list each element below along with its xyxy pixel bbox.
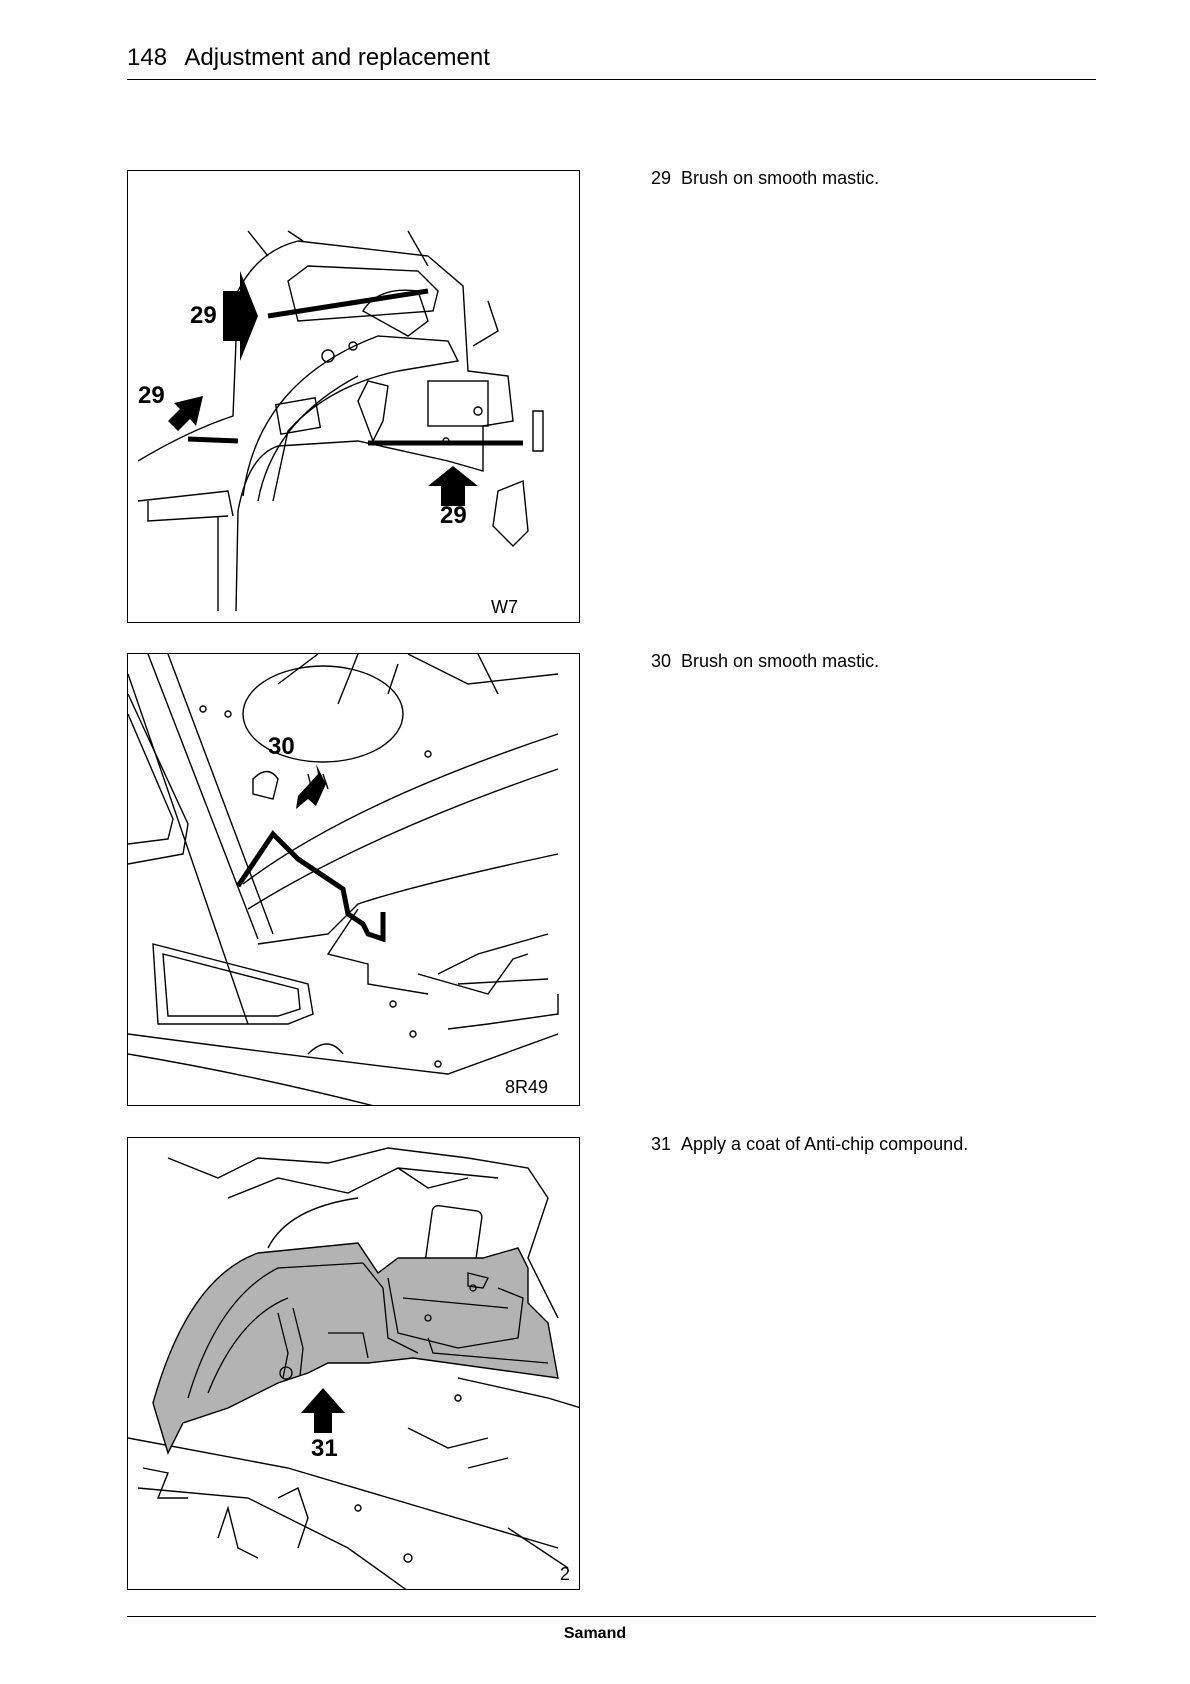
step-number: 30 (651, 651, 671, 671)
figure-w7: 29 29 29 W7 (127, 170, 580, 623)
step-30: 30 Brush on smooth mastic. (651, 651, 879, 672)
step-number: 29 (651, 168, 671, 188)
figure-code: W7 (491, 597, 518, 618)
footer-brand: Samand (0, 1625, 1190, 1643)
page-number: 148 (127, 44, 167, 71)
header-rule (127, 79, 1096, 80)
callout-29-lower: 29 (440, 502, 467, 529)
illustration-rear-wheelhouse: 29 29 29 (128, 171, 580, 623)
page-header: 148 Adjustment and replacement (127, 44, 490, 72)
figure-2: 31 2 (127, 1137, 580, 1590)
step-31: 31 Apply a coat of Anti-chip compound. (651, 1134, 968, 1155)
callout-29-upper: 29 (190, 302, 217, 329)
illustration-rear-floor-rail: 30 (128, 654, 580, 1106)
callout-29-left: 29 (138, 382, 165, 409)
step-number: 31 (651, 1134, 671, 1154)
step-text: Brush on smooth mastic. (681, 168, 879, 188)
step-text: Brush on smooth mastic. (681, 651, 879, 671)
figure-code: 8R49 (505, 1077, 548, 1098)
footer-rule (127, 1616, 1096, 1617)
figure-code: 2 (560, 1564, 570, 1585)
figure-8r49: 30 8R49 (127, 653, 580, 1106)
step-29: 29 Brush on smooth mastic. (651, 168, 879, 189)
callout-31: 31 (311, 1435, 338, 1462)
page-title: Adjustment and replacement (184, 44, 490, 71)
callout-30: 30 (268, 733, 295, 760)
illustration-wheelhouse-anti-chip: 31 (128, 1138, 580, 1590)
step-text: Apply a coat of Anti-chip compound. (681, 1134, 968, 1154)
